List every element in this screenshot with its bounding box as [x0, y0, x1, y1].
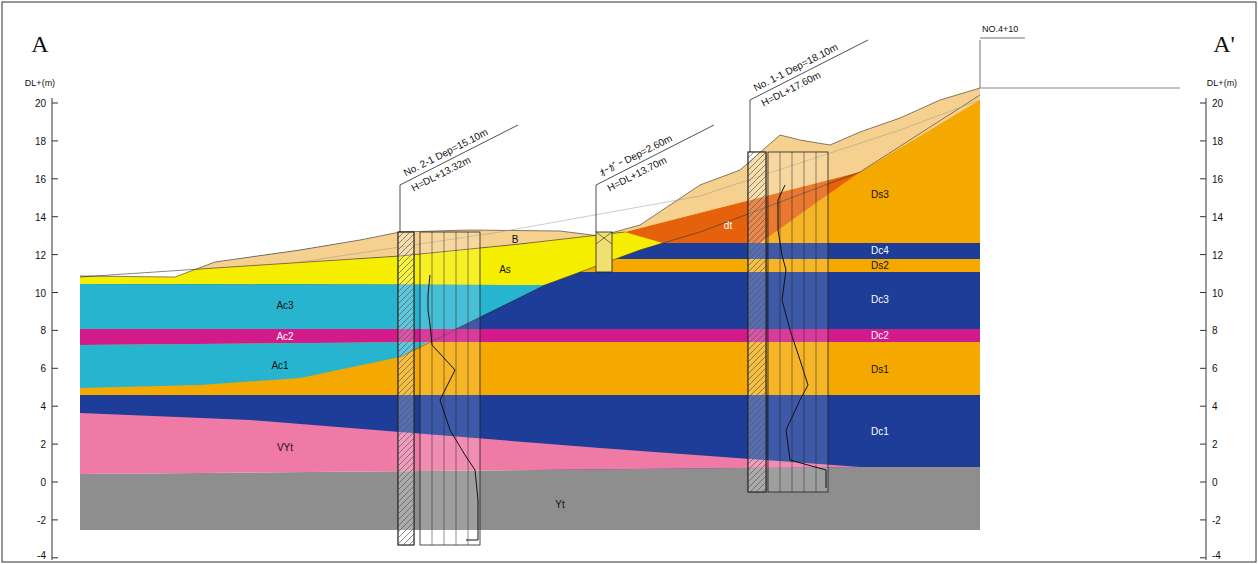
layer-label: Dc2: [871, 331, 889, 341]
layer-label: Dc4: [871, 246, 889, 256]
layer-label: Ds2: [871, 261, 889, 271]
borehole-no1-1: [748, 40, 868, 492]
axis-tick-label: 12: [35, 249, 46, 260]
axis-tick-label: 8: [1212, 325, 1218, 336]
ac1-layer: [80, 342, 428, 388]
axis-tick-label: 0: [40, 477, 46, 488]
axis-tick-label: -4: [37, 550, 46, 561]
axis-tick-label: -2: [37, 514, 46, 525]
axis-tick-label: 6: [1212, 363, 1218, 374]
axes: [52, 98, 1206, 560]
axis-tick-label: -2: [1212, 514, 1221, 525]
auger-hole: [596, 125, 714, 272]
layer-label: Ac3: [276, 301, 293, 311]
axis-tick-label: 16: [35, 173, 46, 184]
axis-unit: DL+(m): [25, 79, 55, 89]
layer-label: Ac1: [271, 361, 288, 371]
axis-tick-label: 2: [1212, 439, 1218, 450]
layer-label: Dc3: [871, 295, 889, 305]
layer-label: As: [499, 265, 511, 275]
layer-label: dt: [724, 221, 732, 231]
layer-label: VYt: [277, 443, 293, 453]
section-letter: A: [31, 31, 48, 57]
layer-label: Yt: [555, 500, 564, 510]
layer-label: Ac2: [276, 332, 293, 342]
station-label: NO.4+10: [982, 25, 1018, 35]
axis-tick-label: 18: [1212, 135, 1223, 146]
axis-tick-label: 16: [1212, 173, 1223, 184]
axis-tick-label: 12: [1212, 249, 1223, 260]
borehole-no2-1: [398, 125, 518, 545]
layer-label: Dc1: [871, 427, 889, 437]
axis-tick-label: 20: [1212, 98, 1223, 109]
layer-boundaries: [80, 88, 1180, 357]
axis-tick-label: 6: [40, 363, 46, 374]
axis-tick-label: 10: [35, 287, 46, 298]
axis-tick-label: 0: [1212, 477, 1218, 488]
ds1-layer: [80, 342, 980, 395]
axis-tick-label: 4: [40, 401, 46, 412]
layer-label: B: [512, 235, 519, 245]
axis-tick-label: 10: [1212, 287, 1223, 298]
axis-tick-label: 14: [35, 211, 46, 222]
axis-tick-label: 2: [40, 439, 46, 450]
axis-unit: DL+(m): [1207, 79, 1237, 89]
axis-tick-label: 18: [35, 135, 46, 146]
yt-layer: [80, 467, 980, 530]
section-letter: A': [1213, 31, 1235, 57]
axis-tick-label: 8: [40, 325, 46, 336]
layer-label: Ds3: [871, 190, 889, 200]
axis-tick-label: 14: [1212, 211, 1223, 222]
sky: [80, 60, 980, 277]
axis-tick-label: 4: [1212, 401, 1218, 412]
axis-tick-label: -4: [1212, 550, 1221, 561]
layer-label: Ds1: [871, 365, 889, 375]
station-mark: [980, 38, 1025, 88]
axis-tick-label: 20: [35, 98, 46, 109]
